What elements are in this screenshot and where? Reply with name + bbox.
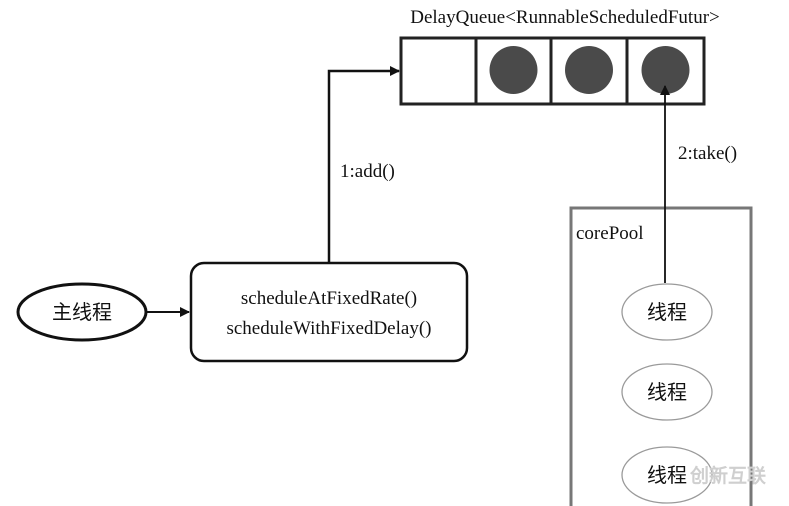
add-arrow <box>327 66 400 263</box>
thread-label: 线程 <box>647 463 687 487</box>
thread-node <box>621 446 713 504</box>
queue-title: DelayQueue<RunnableScheduledFutur> <box>410 7 720 28</box>
scheduler-line-1: scheduleAtFixedRate() <box>241 288 417 309</box>
add-label: 1:add() <box>340 161 395 182</box>
main-thread-node <box>16 282 148 342</box>
queue-task-ball <box>641 46 690 94</box>
thread-node <box>621 363 713 421</box>
core-pool-box <box>569 206 753 506</box>
queue-task-ball <box>489 46 538 94</box>
scheduler-line-2: scheduleWithFixedDelay() <box>226 318 431 339</box>
thread-node <box>621 283 713 341</box>
queue-task-ball <box>565 46 613 94</box>
take-label: 2:take() <box>678 143 737 164</box>
scheduler-box <box>189 261 469 363</box>
delay-queue <box>399 36 706 106</box>
watermark-text: 创新互联 <box>689 464 766 487</box>
thread-label: 线程 <box>647 300 687 324</box>
main-thread-label: 主线程 <box>52 300 112 324</box>
thread-label: 线程 <box>647 380 687 404</box>
core-pool-label: corePool <box>576 223 644 244</box>
